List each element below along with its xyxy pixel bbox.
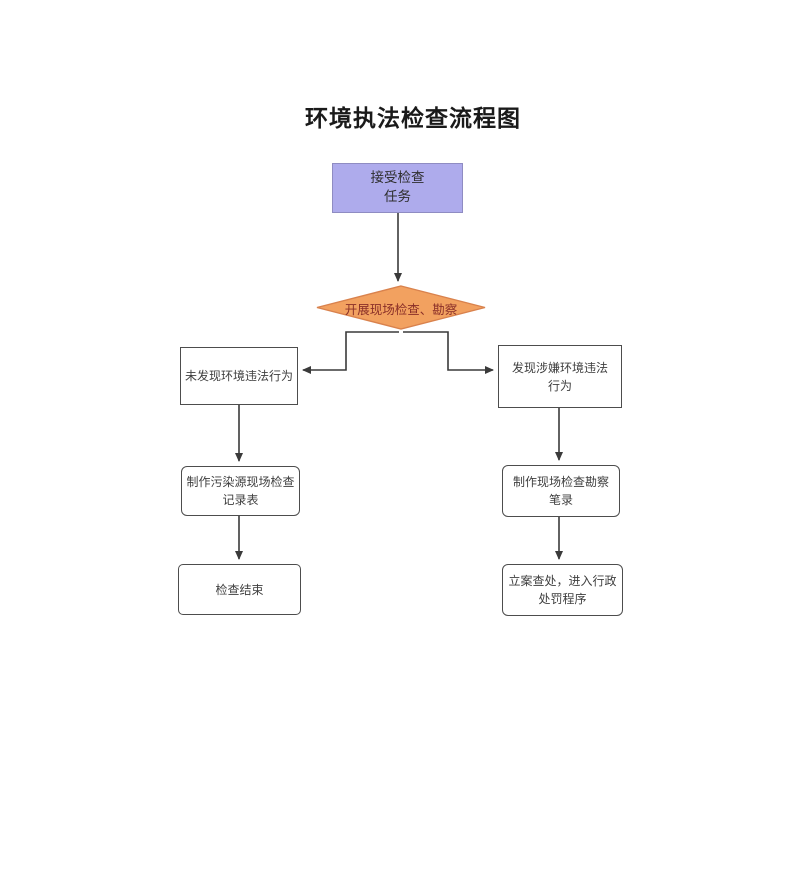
node-accept-task-label: 接受检查 任务 <box>370 170 425 204</box>
node-violation-found: 发现涉嫌环境违法 行为 <box>498 345 622 408</box>
node-accept-task: 接受检查 任务 <box>332 163 463 213</box>
node-no-violation: 未发现环境违法行为 <box>180 347 298 405</box>
node-inspection-end: 检查结束 <box>178 564 301 615</box>
node-survey-notes-label: 制作现场检查勘察 笔录 <box>512 475 609 507</box>
node-decision-label-wrap: 开展现场检查、勘察 <box>317 287 485 329</box>
node-case-filing-label: 立案查处，进入行政 处罚程序 <box>508 574 617 606</box>
page-title: 环境执法检查流程图 <box>305 105 521 131</box>
connector-decision-violation-found <box>403 331 494 374</box>
node-record-form-label: 制作污染源现场检查 记录表 <box>186 475 295 507</box>
decision-diamond <box>316 285 486 330</box>
connector-decision-no-violation <box>302 331 399 374</box>
node-survey-notes: 制作现场检查勘察 笔录 <box>502 465 620 517</box>
node-no-violation-label: 未发现环境违法行为 <box>184 369 293 383</box>
node-inspection-end-label: 检查结束 <box>215 582 264 597</box>
node-decision-label: 开展现场检查、勘察 <box>344 302 458 317</box>
node-record-form: 制作污染源现场检查 记录表 <box>181 466 300 516</box>
node-case-filing: 立案查处，进入行政 处罚程序 <box>502 564 623 616</box>
node-violation-found-label: 发现涉嫌环境违法 行为 <box>511 360 608 393</box>
